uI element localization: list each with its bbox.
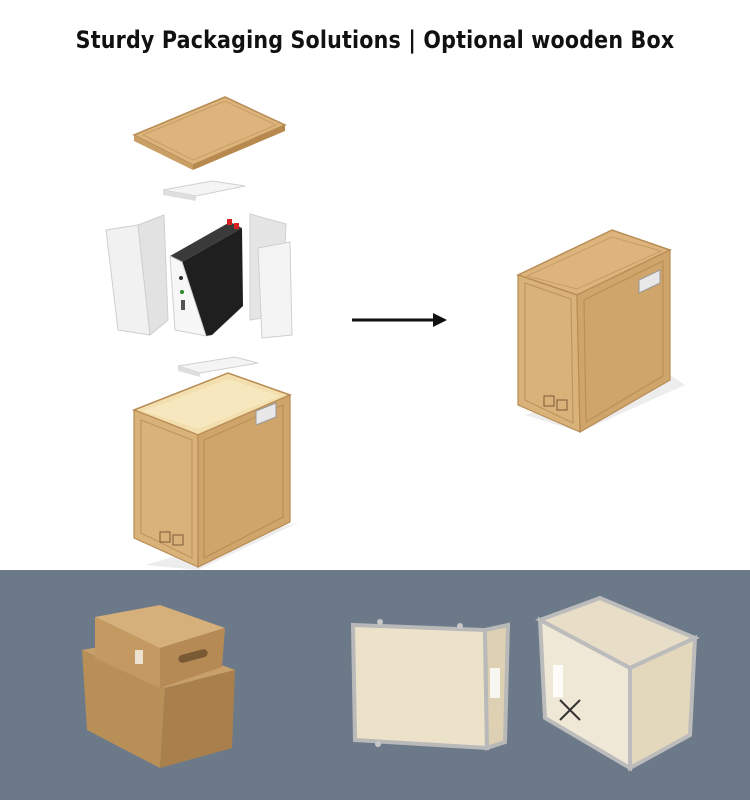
page-title: Sturdy Packaging Solutions | Optional wo… [75,26,675,54]
stacked-cardboard-boxes-photo [82,605,235,768]
foam-top [162,180,246,201]
foam-bottom [177,356,259,377]
foam-left [105,214,169,336]
packaging-illustration [105,96,685,570]
foam-right [249,213,293,339]
plywood-crate-front-photo [350,619,511,751]
closed-carton-illustration [516,229,685,434]
box-lid [132,96,287,170]
photo-strip [0,570,750,800]
open-carton [131,372,300,570]
exploded-packaging-illustration [105,96,300,570]
arrow-right-icon [352,313,447,327]
battery-unit [169,219,243,337]
plywood-crate-angled-photo [535,595,700,772]
